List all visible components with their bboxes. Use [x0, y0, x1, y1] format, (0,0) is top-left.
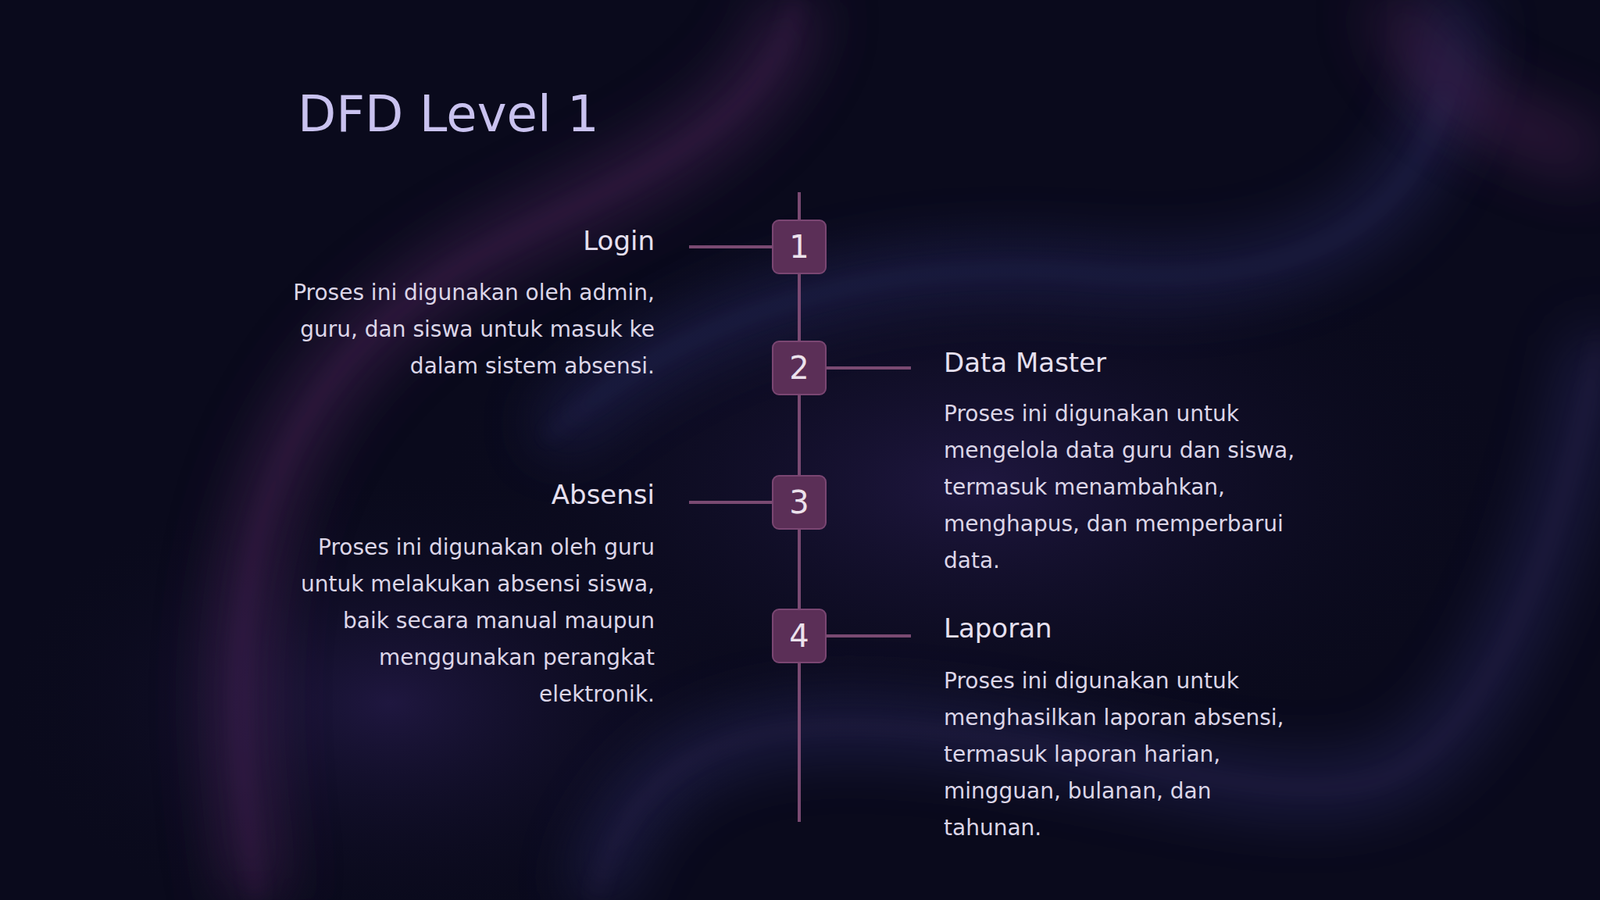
process-heading: Absensi: [287, 477, 655, 512]
diagram-title: DFD Level 1: [297, 82, 600, 146]
process-heading: Login: [287, 223, 655, 258]
leader-line: [689, 245, 772, 249]
process-heading: Laporan: [943, 610, 1311, 646]
step-number: 2: [789, 352, 809, 384]
leader-line: [826, 366, 911, 370]
step-number-box: 1: [771, 219, 827, 275]
timeline-connector: [797, 395, 801, 475]
process-description: Proses ini digunakan untuk menghasilkan …: [943, 662, 1311, 847]
timeline-connector: [797, 529, 801, 609]
process-heading: Data Master: [943, 345, 1311, 380]
step-number-box: 3: [771, 475, 827, 530]
process-description: Proses ini digunakan untuk mengelola dat…: [943, 395, 1311, 579]
step-number: 4: [789, 620, 809, 652]
step-number: 1: [789, 231, 809, 263]
step-number: 3: [789, 486, 809, 518]
leader-line: [826, 634, 911, 638]
step-number-box: 2: [771, 340, 827, 396]
process-description: Proses ini digunakan oleh admin, guru, d…: [287, 274, 655, 385]
leader-line: [689, 500, 772, 504]
timeline-stub-top: [797, 192, 801, 221]
timeline-stub-bottom: [797, 662, 801, 822]
process-description: Proses ini digunakan oleh guru untuk mel…: [287, 528, 655, 713]
timeline-connector: [797, 274, 801, 341]
step-number-box: 4: [771, 608, 827, 664]
